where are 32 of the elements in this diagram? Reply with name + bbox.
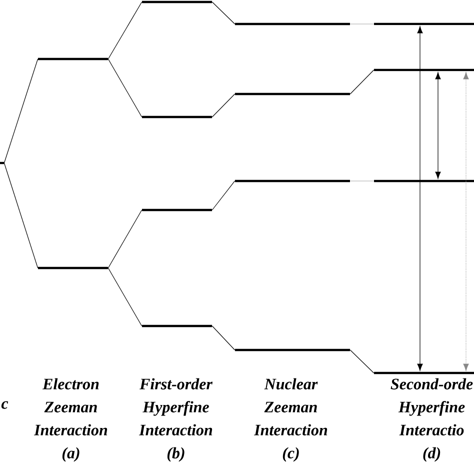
splitting-line: [108, 268, 142, 326]
splitting-line: [350, 180, 374, 182]
column-label: Electron Zeeman Interaction (a): [34, 378, 108, 462]
splitting-line: [212, 326, 236, 350]
energy-level: [38, 266, 108, 270]
energy-level: [235, 180, 350, 182]
splitting-line: [108, 2, 142, 60]
energy-level: [235, 92, 350, 96]
splitting-line: [4, 58, 38, 164]
energy-level: [142, 324, 212, 328]
energy-level: [142, 208, 212, 212]
splitting-line: [212, 180, 236, 210]
column-label: First-order Hyperfine Interaction (b): [138, 378, 213, 462]
energy-level: [0, 162, 4, 164]
column-label: Second-orde Hyperfine Interactio (d): [390, 378, 473, 462]
energy-level: [235, 22, 350, 26]
arrow: [417, 26, 423, 371]
splitting-line: [108, 210, 142, 268]
splitting-line: [4, 162, 38, 268]
energy-level: [142, 0, 212, 4]
arrow: [435, 72, 441, 179]
splitting-line: [212, 94, 236, 118]
energy-level: [38, 58, 108, 60]
splitting-line: [108, 58, 142, 118]
column-label: c: [1, 401, 8, 409]
arrow: [463, 72, 469, 371]
splitting-line: [212, 2, 236, 24]
energy-level: [142, 116, 212, 118]
splitting-line: [350, 350, 374, 374]
column-label: Nuclear Zeeman Interaction (c): [254, 378, 328, 462]
energy-level: [235, 348, 350, 352]
splitting-line: [350, 70, 374, 94]
